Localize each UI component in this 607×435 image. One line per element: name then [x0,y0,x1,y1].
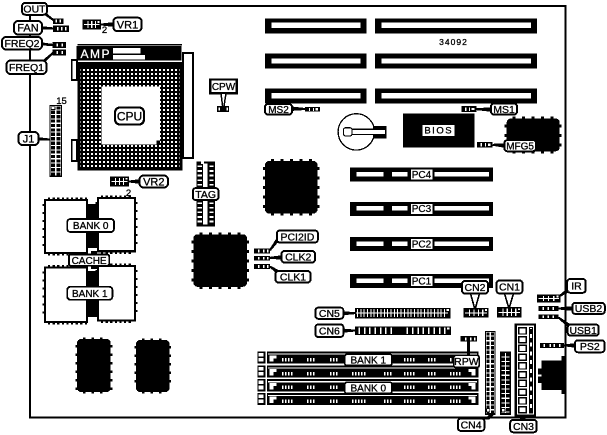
svg-text:CPW: CPW [212,82,236,93]
svg-text:J1: J1 [23,134,35,146]
svg-text:CPU: CPU [117,109,142,123]
svg-text:RPW: RPW [454,356,479,368]
svg-text:PC3: PC3 [412,204,432,215]
svg-text:CN6: CN6 [319,326,340,338]
svg-text:CLK1: CLK1 [280,272,306,284]
svg-text:CACHE: CACHE [72,256,107,267]
svg-text:MFG5: MFG5 [506,141,534,152]
svg-text:BANK 1: BANK 1 [72,289,108,300]
svg-text:BANK 0: BANK 0 [73,221,109,232]
svg-text:BANK 1: BANK 1 [351,355,387,366]
svg-text:PS2: PS2 [580,341,600,353]
svg-text:15: 15 [56,96,67,107]
svg-text:FREQ2: FREQ2 [4,38,39,50]
svg-text:IR: IR [571,281,582,293]
svg-text:PC4: PC4 [412,170,432,181]
svg-text:USB2: USB2 [575,303,603,315]
svg-text:PC1: PC1 [412,276,432,287]
svg-text:CN3: CN3 [513,421,534,433]
svg-text:CLK2: CLK2 [285,252,311,264]
svg-text:VR2: VR2 [143,177,164,189]
svg-text:MS1: MS1 [493,104,515,116]
svg-text:TAG: TAG [195,189,216,201]
svg-text:BANK 0: BANK 0 [351,383,387,394]
svg-text:FAN: FAN [17,23,38,35]
svg-text:VR1: VR1 [117,19,138,31]
svg-text:PCI2ID: PCI2ID [280,231,314,243]
svg-text:AMP: AMP [81,47,112,61]
svg-text:CN4: CN4 [461,420,482,432]
svg-text:CN5: CN5 [319,308,340,320]
svg-text:2: 2 [126,188,131,199]
svg-text:MS2: MS2 [268,105,289,116]
svg-text:34092: 34092 [439,37,468,47]
svg-text:CN2: CN2 [464,282,485,294]
svg-text:2: 2 [102,25,107,36]
svg-text:CN1: CN1 [499,282,520,294]
svg-text:PC2: PC2 [412,239,432,250]
svg-text:BIOS: BIOS [424,126,453,137]
svg-text:USB1: USB1 [569,325,597,337]
svg-text:OUT: OUT [23,4,46,16]
svg-text:FREQ1: FREQ1 [9,62,44,74]
